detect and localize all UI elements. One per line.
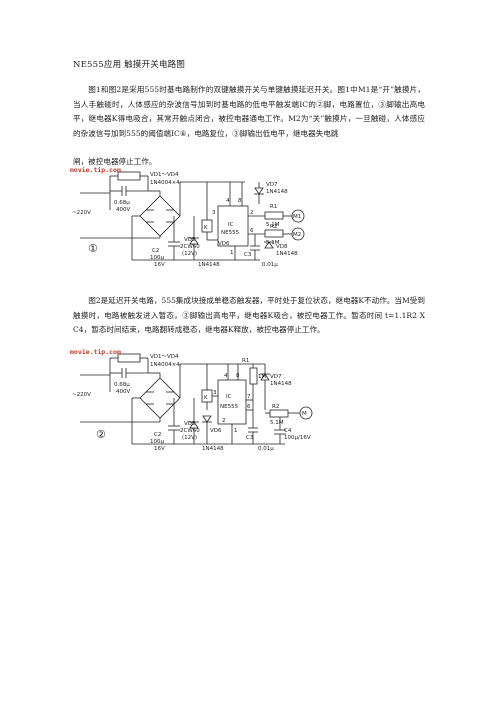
fig1-c1-voltage: 400V	[116, 207, 130, 213]
fig1-bridge-value: 1N4004×4	[150, 180, 180, 186]
fig2-vd7-label: VD7	[270, 374, 282, 380]
fig2-pin-6: 6	[247, 404, 251, 410]
fig1-c1-value: 0.68μ	[114, 200, 130, 206]
fig2-c2-value: 100μ	[150, 439, 164, 445]
fig2-bridge-label: VD1～VD4	[150, 354, 179, 360]
fig1-r2-label: R2	[270, 224, 277, 230]
fig2-c2-voltage: 16V	[154, 446, 165, 452]
fig2-c4-label: C4	[284, 428, 292, 434]
fig2-ic-label: IC	[226, 394, 232, 400]
fig2-vd7-value: 1N4148	[270, 381, 292, 387]
fig1-relay-label: K	[204, 225, 208, 231]
fig2-c4-value: 100μ/16V	[284, 435, 311, 441]
fig2-vd5-label: VD5	[184, 421, 196, 427]
fig1-pin-1: 1	[230, 250, 234, 256]
fig1-r1-label: R1	[270, 204, 277, 210]
fig2-vd5-value: 2CW60	[180, 428, 200, 434]
fig1-ic-name: NE555	[221, 230, 240, 236]
fig2-vd6-bottom: 1N4148	[202, 446, 224, 452]
fig1-vd7-label: VD7	[266, 182, 278, 188]
fig2-mains-label: ~220V	[72, 392, 91, 398]
watermark-2: movie.tip.com	[70, 348, 121, 356]
fig2-r1-label: R1	[242, 358, 249, 364]
fig1-bridge-label: VD1～VD4	[150, 172, 179, 178]
watermark-1: movie.tip.com	[70, 166, 121, 174]
paragraph-1: 图1和图2是采用555时基电路制作的双键触摸开关与单键触摸延迟开关。图1中M1是…	[73, 85, 425, 138]
fig2-c3-value: 0.01μ	[258, 446, 274, 452]
paragraph-1-tail: 闸，被控电器停止工作。	[73, 157, 157, 166]
fig2-pin-7: 7	[247, 394, 251, 400]
fig1-r1-value: 5.1M	[266, 222, 280, 228]
page-title: NE555应用 触摸开关电路图	[73, 60, 186, 70]
fig2-c1-voltage: 400V	[116, 389, 130, 395]
fig1-vd6-label: VD6	[218, 241, 230, 247]
fig2-c2-label: C2	[154, 432, 161, 438]
fig2-c3-label: C3	[246, 435, 254, 441]
fig1-pin-8: 8	[238, 198, 242, 204]
fig2-number: ②	[96, 428, 106, 441]
fig1-vd6-bottom: 1N4148	[198, 262, 220, 268]
fig2-c1-label: C1	[122, 350, 129, 351]
fig2-c1-value: 0.68μ	[114, 382, 130, 388]
fig2-vd6-label: VD6	[210, 428, 222, 434]
fig2-r1-value: 1M	[258, 374, 266, 380]
fig1-pin-6: 6	[250, 228, 254, 234]
fig1-vd8-label: VD8	[276, 244, 288, 250]
fig2-pin-8: 8	[236, 373, 240, 379]
fig2-ic-name: NE555	[220, 404, 239, 410]
figure-1-circuit: C1 VD1～VD4 1N4004×4 0.68μ 400V ~220V C2 …	[72, 168, 305, 268]
fig1-m2-label: M2	[293, 232, 301, 238]
fig2-m-label: M	[302, 411, 307, 417]
fig1-c3-value: 0.01μ	[262, 262, 278, 268]
fig1-pin-4: 4	[226, 198, 230, 204]
fig1-c2-label: C2	[152, 248, 159, 254]
fig1-vd5-label: VD5	[184, 237, 196, 243]
fig1-pin-2: 2	[250, 210, 254, 216]
fig1-c2-voltage: 16V	[154, 262, 165, 268]
fig1-vd5-value: 2CW60	[180, 244, 200, 250]
fig2-bridge-value: 1N4004×4	[150, 362, 180, 368]
fig1-r2-value: 5.1M	[266, 240, 280, 246]
fig1-number: ①	[88, 242, 98, 255]
fig1-mains-label: ~220V	[72, 210, 91, 216]
fig2-pin-1: 1	[234, 428, 238, 434]
fig1-ic-label: IC	[228, 222, 234, 228]
fig2-pin-2: 2	[222, 418, 226, 424]
fig2-r2-value: 5.1M	[270, 420, 284, 426]
fig2-pin-3: 3	[213, 390, 217, 396]
fig1-m1-label: M1	[293, 214, 301, 220]
fig1-c3-label: C3	[244, 252, 252, 258]
fig2-vd5-voltage: (12V)	[182, 435, 197, 441]
fig1-pin-3: 3	[212, 210, 216, 216]
fig2-pin-4: 4	[224, 373, 228, 379]
fig1-vd7-value: 1N4148	[266, 189, 288, 195]
fig2-relay-label: K	[204, 395, 208, 401]
paragraph-2: 图2是延迟开关电路，555集成块接成单稳态触发器，平时处于复位状态，继电器K不动…	[73, 296, 425, 335]
fig1-c2-value: 100μ	[150, 255, 164, 261]
fig1-vd5-voltage: (12V)	[182, 251, 197, 257]
fig1-c1-label: C1	[122, 168, 129, 169]
figure-2-circuit: C1 VD1～VD4 1N4004×4 0.68μ 400V ~220V C2 …	[72, 350, 313, 452]
fig1-vd8-value: 1N4148	[276, 251, 298, 257]
fig2-r2-label: R2	[272, 404, 279, 410]
